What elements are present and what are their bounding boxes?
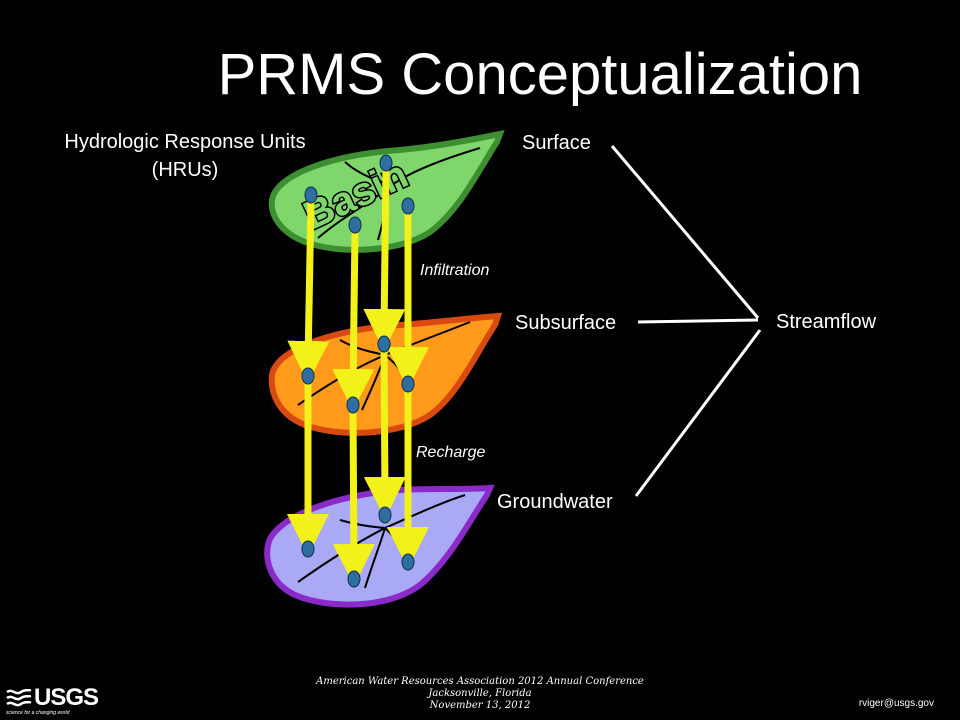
hru-label-line1: Hydrologic Response Units xyxy=(64,131,306,153)
usgs-logo-text: USGS xyxy=(34,684,99,711)
arrow-recharge-2 xyxy=(332,409,375,586)
arrow-infiltration-3 xyxy=(363,167,406,351)
hru-dot xyxy=(301,540,315,558)
subsurface-connector xyxy=(637,318,759,324)
contact-email: rviger@usgs.gov xyxy=(858,698,934,709)
surface-label: Surface xyxy=(522,132,591,154)
groundwater-label: Groundwater xyxy=(497,491,613,513)
hru-dot xyxy=(401,375,415,393)
surface-connector xyxy=(610,145,760,319)
hru-dot xyxy=(401,197,415,215)
hru-dot xyxy=(379,154,393,172)
hru-dot xyxy=(347,570,361,588)
footer: American Water Resources Association 201… xyxy=(300,676,660,712)
arrow-recharge-3 xyxy=(363,347,406,519)
usgs-logo: USGS science for a changing world xyxy=(6,684,99,718)
usgs-logo-tagline: science for a changing world xyxy=(6,710,70,716)
flow-arrows xyxy=(287,167,429,586)
usgs-wave-icon xyxy=(6,688,32,707)
page-title: PRMS Conceptualization xyxy=(217,42,863,107)
hru-dot xyxy=(346,396,360,414)
streamflow-label: Streamflow xyxy=(776,311,877,333)
recharge-label: Recharge xyxy=(416,444,486,461)
hru-dot xyxy=(377,335,391,353)
hru-label: Hydrologic Response Units (HRUs) xyxy=(20,128,350,184)
footer-line3: November 13, 2012 xyxy=(429,700,531,711)
subsurface-label: Subsurface xyxy=(515,312,617,334)
footer-line1: American Water Resources Association 201… xyxy=(316,676,644,687)
hru-dot xyxy=(378,506,392,524)
hru-label-line2: (HRUs) xyxy=(151,159,219,181)
footer-line2: Jacksonville, Florida xyxy=(428,688,532,699)
arrow-infiltration-1 xyxy=(287,199,330,383)
hru-dot xyxy=(348,216,362,234)
infiltration-label: Infiltration xyxy=(420,262,490,279)
hru-dot xyxy=(301,367,315,385)
hru-points xyxy=(301,154,415,588)
hru-dot xyxy=(401,553,415,571)
groundwater-connector xyxy=(634,329,762,497)
hru-dot xyxy=(304,186,318,204)
streamflow-connectors xyxy=(610,145,762,497)
arrow-infiltration-2 xyxy=(332,229,375,411)
